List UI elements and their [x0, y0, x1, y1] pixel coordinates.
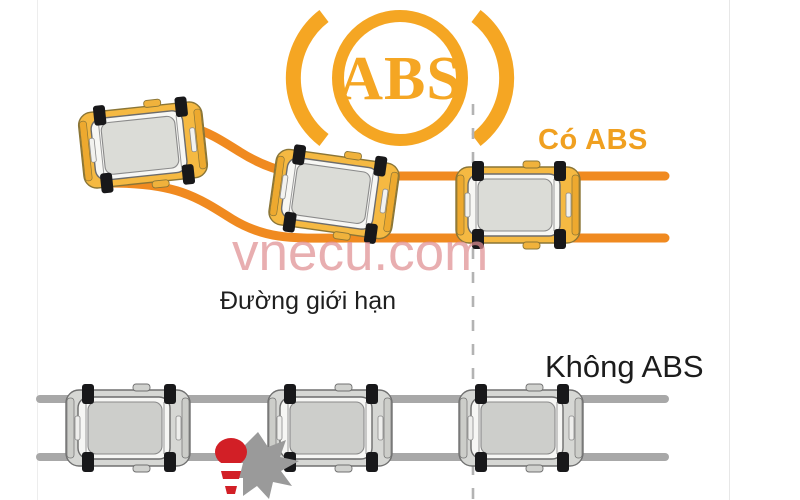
- traffic-cone-obstacle: [215, 432, 299, 500]
- cone-stripe-2: [223, 479, 239, 486]
- car-noabs-1: [65, 383, 191, 473]
- car-noabs-3: [458, 383, 584, 473]
- abs-arc-left-outer: [285, 10, 329, 146]
- cone-band-1: [221, 471, 241, 479]
- label-limit-line: Đường giới hạn: [220, 287, 396, 315]
- abs-warning-light-icon: ABS: [285, 10, 515, 146]
- label-no-abs: Không ABS: [545, 349, 704, 384]
- cone-stripe-3: [227, 494, 235, 500]
- label-has-abs: Có ABS: [538, 124, 648, 156]
- abs-arc-right-outer: [471, 10, 515, 146]
- cone-stripe-1: [219, 463, 243, 471]
- watermark-text: vnecu.com: [232, 223, 488, 282]
- car-abs-1: [76, 94, 210, 196]
- abs-logo-text: ABS: [338, 45, 462, 113]
- abs-ring: [332, 10, 468, 146]
- cone-top: [215, 438, 247, 466]
- cone-band-2: [225, 486, 237, 494]
